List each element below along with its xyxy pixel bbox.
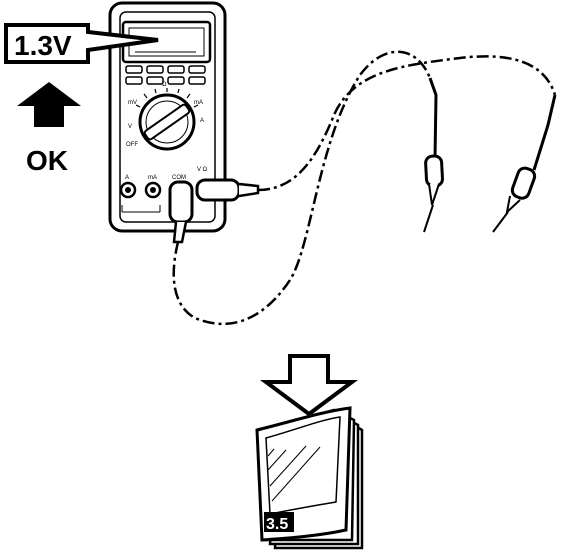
range-label-a: A bbox=[200, 118, 204, 124]
range-label-v: V bbox=[128, 124, 132, 130]
lead-v-cable bbox=[257, 55, 557, 192]
test-lead-plugs bbox=[168, 178, 260, 244]
function-buttons bbox=[125, 65, 206, 85]
jack-label-v-ohm: V Ω bbox=[197, 167, 208, 173]
manual-section: 3.5 bbox=[266, 516, 288, 533]
input-jacks: A mA COM V Ω bbox=[119, 167, 208, 213]
range-label-off: OFF bbox=[126, 142, 138, 148]
up-arrow-icon bbox=[17, 82, 81, 127]
down-arrow-icon bbox=[259, 354, 359, 417]
lead-com-cable bbox=[172, 50, 432, 326]
multimeter: mV Ω mA A V OFF A mA COM V Ω bbox=[108, 1, 260, 244]
jack-label-a: A bbox=[125, 175, 129, 181]
reading-callout: 1.3V bbox=[4, 23, 159, 64]
range-label-ohm: Ω bbox=[162, 82, 167, 88]
probe-1 bbox=[423, 77, 444, 233]
rotary-selector: mV Ω mA A V OFF bbox=[126, 82, 204, 151]
range-label-mv: mV bbox=[128, 100, 137, 106]
manual-booklet-icon: 3.5 bbox=[255, 406, 364, 550]
jack-label-com: COM bbox=[172, 175, 186, 181]
jack-label-ma: mA bbox=[148, 175, 157, 181]
test-leads bbox=[172, 50, 557, 326]
range-label-ma: mA bbox=[194, 100, 203, 106]
reading-value: 1.3V bbox=[14, 30, 72, 61]
probe-2 bbox=[492, 94, 557, 233]
status-label: OK bbox=[26, 145, 68, 176]
